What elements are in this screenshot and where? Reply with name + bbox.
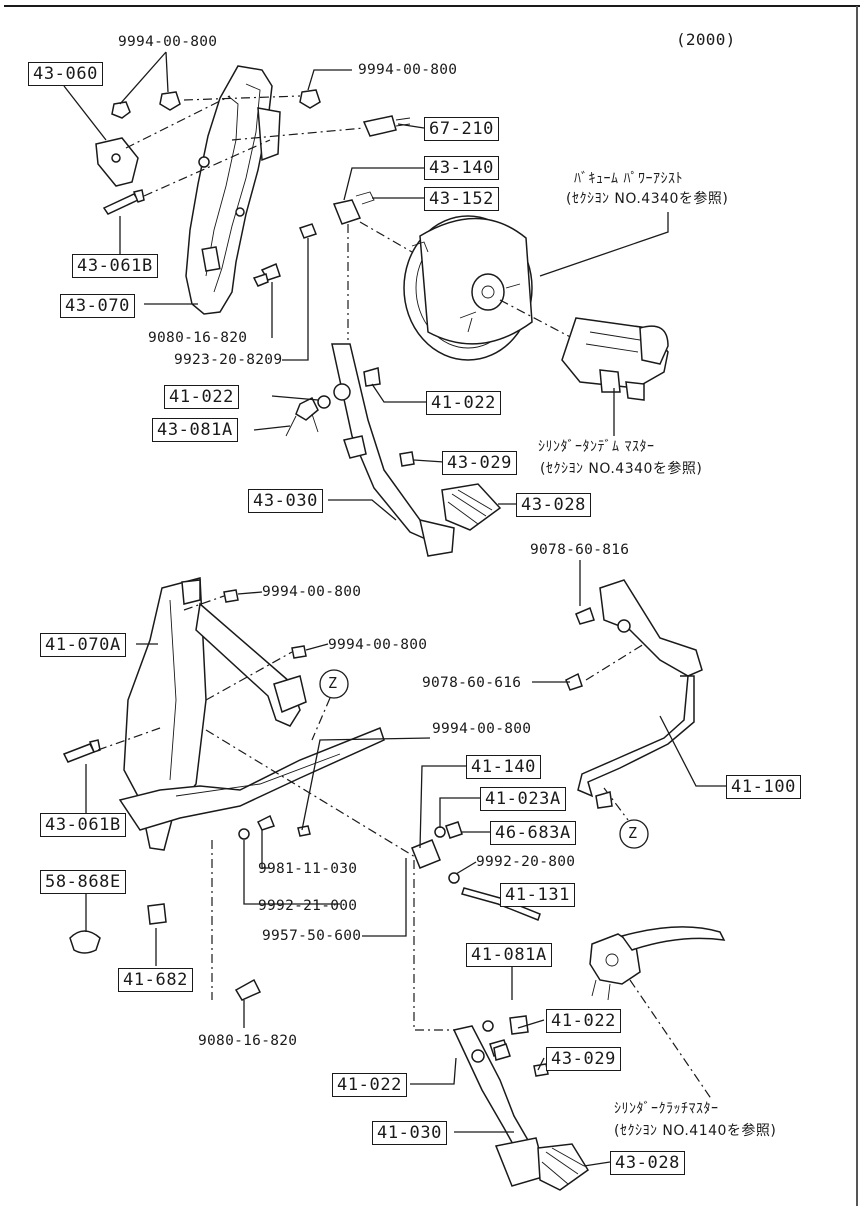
part-number-41-022: 41-022 — [546, 1009, 622, 1033]
part-number-41-070a: 41-070A — [40, 633, 126, 657]
clutch-master-cylinder-drawing — [589, 926, 726, 1101]
brake-bracket-drawing — [95, 65, 413, 340]
part-number-9957-50-600: 9957-50-600 — [262, 928, 362, 944]
part-number-41-081a: 41-081A — [466, 943, 552, 967]
part-number-43-029: 43-029 — [442, 451, 518, 475]
part-number-9994-00-800: 9994-00-800 — [262, 584, 362, 600]
part-number-9078-60-616: 9078-60-616 — [422, 675, 522, 691]
part-number-9994-00-800: 9994-00-800 — [328, 637, 428, 653]
part-number-43-061b: 43-061B — [72, 254, 158, 278]
part-number-58-868e: 58-868E — [40, 870, 126, 894]
year-code: (2000) — [676, 30, 736, 49]
part-number-9981-11-030: 9981-11-030 — [258, 861, 358, 877]
brake-booster-drawing — [403, 215, 577, 361]
part-number-41-140: 41-140 — [466, 755, 542, 779]
clutch-rod-drawing — [565, 579, 703, 809]
part-number-67-210: 67-210 — [424, 117, 500, 141]
part-number-41-023a: 41-023A — [480, 787, 566, 811]
vacuum-booster-note-line1: ﾊﾞｷｭｰﾑ ﾊﾟﾜｰｱｼｽﾄ — [574, 171, 683, 187]
part-number-43-070: 43-070 — [60, 294, 136, 318]
clutch-master-note-line1: ｼﾘﾝﾀﾞｰｸﾗｯﾁﾏｽﾀｰ — [614, 1101, 719, 1117]
tandem-master-note-line2: (ｾｸｼﾖﾝ NO.4340を参照) — [540, 461, 703, 477]
part-number-9994-00-800: 9994-00-800 — [358, 62, 458, 78]
leader-lines — [63, 51, 726, 1167]
clutch-master-note-line2: (ｾｸｼﾖﾝ NO.4140を参照) — [614, 1123, 777, 1139]
part-number-41-022: 41-022 — [332, 1073, 408, 1097]
part-number-43-029: 43-029 — [546, 1047, 622, 1071]
brake-pedal-drawing — [285, 343, 502, 557]
part-number-43-081a: 43-081A — [152, 418, 238, 442]
part-number-9078-60-816: 9078-60-816 — [530, 542, 630, 558]
right-border — [856, 6, 858, 1206]
top-border — [4, 5, 860, 7]
part-number-9080-16-820: 9080-16-820 — [148, 330, 248, 346]
part-number-9992-20-800: 9992-20-800 — [476, 854, 576, 870]
part-number-46-683a: 46-683A — [490, 821, 576, 845]
part-number-9994-00-800: 9994-00-800 — [432, 721, 532, 737]
part-number-41-682: 41-682 — [118, 968, 194, 992]
part-number-43-140: 43-140 — [424, 156, 500, 180]
part-number-43-030: 43-030 — [248, 489, 324, 513]
z-callout-label: Z — [328, 674, 338, 692]
part-number-41-100: 41-100 — [726, 775, 802, 799]
part-number-41-022: 41-022 — [426, 391, 502, 415]
part-number-43-061b: 43-061B — [40, 813, 126, 837]
part-number-9080-16-820: 9080-16-820 — [198, 1033, 298, 1049]
part-number-41-131: 41-131 — [500, 883, 576, 907]
tandem-master-cylinder-drawing — [561, 317, 669, 401]
clutch-bracket-drawing — [62, 577, 470, 1031]
part-number-9992-21-000: 9992-21-000 — [258, 898, 358, 914]
vacuum-booster-note-line2: (ｾｸｼﾖﾝ NO.4340を参照) — [566, 191, 729, 207]
z-callout-label: Z — [628, 824, 638, 842]
part-number-41-030: 41-030 — [372, 1121, 448, 1145]
part-number-41-022: 41-022 — [164, 385, 240, 409]
clutch-pedal-drawing — [452, 1015, 590, 1191]
part-number-9994-00-800: 9994-00-800 — [118, 34, 218, 50]
part-number-43-060: 43-060 — [28, 62, 104, 86]
part-number-43-028: 43-028 — [610, 1151, 686, 1175]
tandem-master-note-line1: ｼﾘﾝﾀﾞｰﾀﾝﾃﾞﾑ ﾏｽﾀｰ — [538, 439, 655, 455]
part-number-9923-20-8209: 9923-20-8209 — [174, 352, 283, 368]
part-number-43-152: 43-152 — [424, 187, 500, 211]
part-number-43-028: 43-028 — [516, 493, 592, 517]
